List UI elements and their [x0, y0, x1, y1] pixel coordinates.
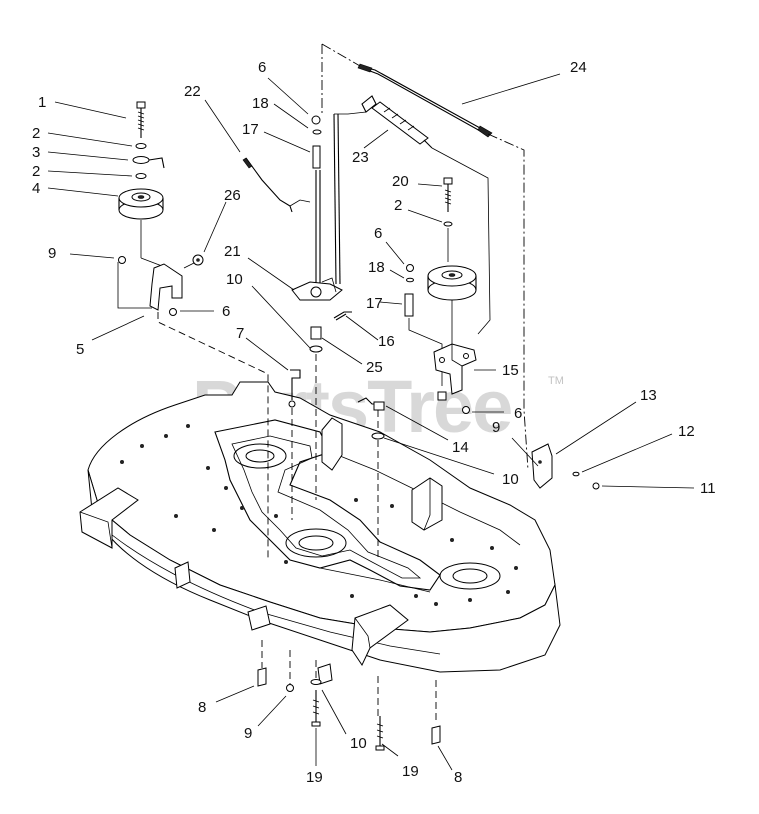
callout-15: 15	[502, 362, 519, 379]
callout-25: 25	[366, 359, 383, 376]
callout-19: 19	[402, 763, 419, 780]
callout-20: 20	[392, 173, 409, 190]
center-shaft-assembly	[242, 113, 352, 682]
callout-6: 6	[514, 405, 522, 422]
callout-9: 9	[244, 725, 252, 742]
watermark-trademark: TM	[548, 375, 564, 387]
callout-3: 3	[32, 144, 40, 161]
callout-2: 2	[32, 125, 40, 142]
spring-23	[334, 95, 491, 335]
callout-6: 6	[258, 59, 266, 76]
mower-deck-housing	[79, 381, 561, 685]
callout-24: 24	[570, 59, 587, 76]
callout-26: 26	[224, 187, 241, 204]
cable-24	[321, 43, 529, 471]
callout-18: 18	[252, 95, 269, 112]
callout-2: 2	[32, 163, 40, 180]
callout-16: 16	[378, 333, 395, 350]
right-idler-assembly	[404, 177, 600, 490]
callout-21: 21	[224, 243, 241, 260]
callout-1: 1	[38, 94, 46, 111]
bottom-hardware	[257, 640, 441, 751]
callout-18: 18	[368, 259, 385, 276]
callout-10: 10	[502, 471, 519, 488]
callout-17: 17	[242, 121, 259, 138]
callout-12: 12	[678, 423, 695, 440]
left-idler-assembly	[117, 101, 269, 560]
center-right-hardware	[357, 397, 385, 720]
callout-2: 2	[394, 197, 402, 214]
callout-10: 10	[226, 271, 243, 288]
callout-13: 13	[640, 387, 657, 404]
callout-14: 14	[452, 439, 469, 456]
callout-11: 11	[700, 480, 716, 497]
callout-8: 8	[198, 699, 206, 716]
callout-17: 17	[366, 295, 383, 312]
leader-lines	[47, 73, 695, 771]
callout-5: 5	[76, 341, 84, 358]
callout-6: 6	[374, 225, 382, 242]
callout-7: 7	[236, 325, 244, 342]
callout-10: 10	[350, 735, 367, 752]
callout-19: 19	[306, 769, 323, 786]
callout-4: 4	[32, 180, 40, 197]
callout-9: 9	[492, 419, 500, 436]
callout-22: 22	[184, 83, 201, 100]
callout-labels: 1 2 3 2 4 22 6 18 17 24 23 20 2 26 9 6 2…	[32, 59, 716, 786]
callout-23: 23	[352, 149, 369, 166]
callout-9: 9	[48, 245, 56, 262]
callout-6: 6	[222, 303, 230, 320]
callout-8: 8	[454, 769, 462, 786]
